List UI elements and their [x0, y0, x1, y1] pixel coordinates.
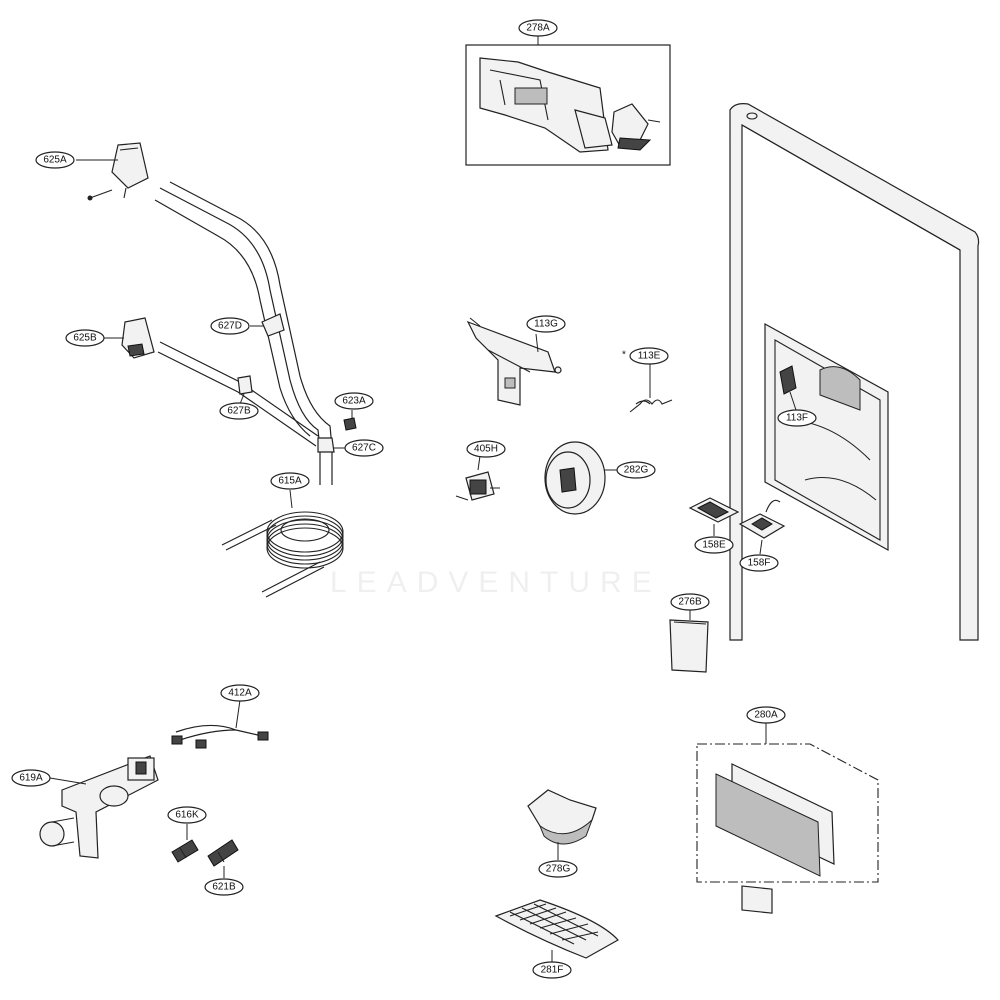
part-621B-fitting[interactable] [207, 839, 239, 878]
label-627B: 627B [219, 402, 259, 420]
svg-text:405H: 405H [474, 444, 498, 455]
part-280A-display-assembly[interactable] [696, 722, 879, 914]
svg-text:278G: 278G [546, 864, 571, 875]
svg-text:615A: 615A [278, 476, 302, 487]
label-113F: 113F [777, 409, 817, 427]
part-158F-switch-assembly[interactable] [738, 499, 786, 555]
label-278G: 278G [538, 860, 578, 878]
label-616K: 616K [167, 806, 207, 824]
part-278A-dispenser-housing[interactable] [465, 36, 671, 166]
part-625A-bracket[interactable] [76, 142, 149, 201]
part-627B-tube[interactable] [157, 341, 319, 447]
label-280A: 280A [746, 706, 786, 724]
part-623A-clip[interactable] [343, 410, 357, 431]
asterisk-mark: * [622, 350, 626, 361]
label-158E: 158E [694, 536, 734, 554]
svg-text:616K: 616K [175, 810, 199, 821]
svg-text:113E: 113E [638, 351, 661, 362]
label-619A: 619A [11, 769, 51, 787]
label-625A: 625A [35, 151, 75, 169]
part-281F-drip-tray[interactable] [494, 899, 619, 962]
label-113E: * 113E [622, 347, 669, 365]
svg-text:282G: 282G [624, 465, 649, 476]
part-113G-bracket[interactable] [466, 317, 562, 406]
label-405H: 405H [466, 440, 506, 458]
svg-text:158F: 158F [748, 558, 771, 569]
part-113E-spring[interactable] [629, 364, 673, 413]
part-282G-cap[interactable] [544, 441, 618, 515]
svg-text:625B: 625B [73, 333, 97, 344]
part-278G-funnel[interactable] [527, 789, 597, 860]
part-619A-water-valve[interactable] [39, 755, 159, 859]
watermark-text: LEADVENTURE [330, 566, 662, 599]
part-276B-panel[interactable] [669, 610, 709, 673]
svg-text:627D: 627D [218, 321, 242, 332]
svg-text:113G: 113G [534, 319, 558, 330]
part-405H-solenoid[interactable] [455, 455, 500, 501]
label-623A: 623A [334, 392, 374, 410]
door-liner [729, 103, 980, 641]
label-113G: 113G [526, 315, 566, 333]
part-412A-wire-harness[interactable] [171, 699, 269, 749]
part-625B-bracket[interactable] [104, 317, 155, 359]
svg-text:619A: 619A [19, 773, 43, 784]
label-276B: 276B [670, 593, 710, 611]
part-113F-switch[interactable] [779, 365, 797, 411]
part-615A-coiled-tubing[interactable] [221, 489, 344, 598]
label-412A: 412A [220, 684, 260, 702]
svg-text:627B: 627B [227, 406, 251, 417]
svg-text:113F: 113F [786, 413, 808, 424]
label-158F: 158F [739, 554, 779, 572]
svg-text:280A: 280A [754, 710, 778, 721]
svg-text:627C: 627C [352, 443, 376, 454]
svg-text:276B: 276B [678, 597, 702, 608]
label-282G: 282G [616, 461, 656, 479]
label-621B: 621B [204, 878, 244, 896]
part-627C-clip[interactable] [317, 437, 346, 485]
part-616K-fitting[interactable] [171, 824, 199, 863]
part-158E-housing[interactable] [688, 497, 740, 536]
svg-text:278A: 278A [526, 23, 550, 34]
part-627D-tube[interactable] [154, 181, 333, 449]
label-278A: 278A [518, 19, 558, 37]
svg-text:621B: 621B [212, 882, 236, 893]
svg-text:158E: 158E [702, 540, 726, 551]
label-615A: 615A [270, 472, 310, 490]
svg-text:281F: 281F [541, 965, 564, 976]
label-627D: 627D [210, 317, 250, 335]
label-281F: 281F [532, 961, 572, 979]
svg-text:623A: 623A [342, 396, 366, 407]
label-625B: 625B [65, 329, 105, 347]
svg-text:412A: 412A [228, 688, 252, 699]
svg-text:625A: 625A [43, 155, 67, 166]
label-627C: 627C [344, 439, 384, 457]
